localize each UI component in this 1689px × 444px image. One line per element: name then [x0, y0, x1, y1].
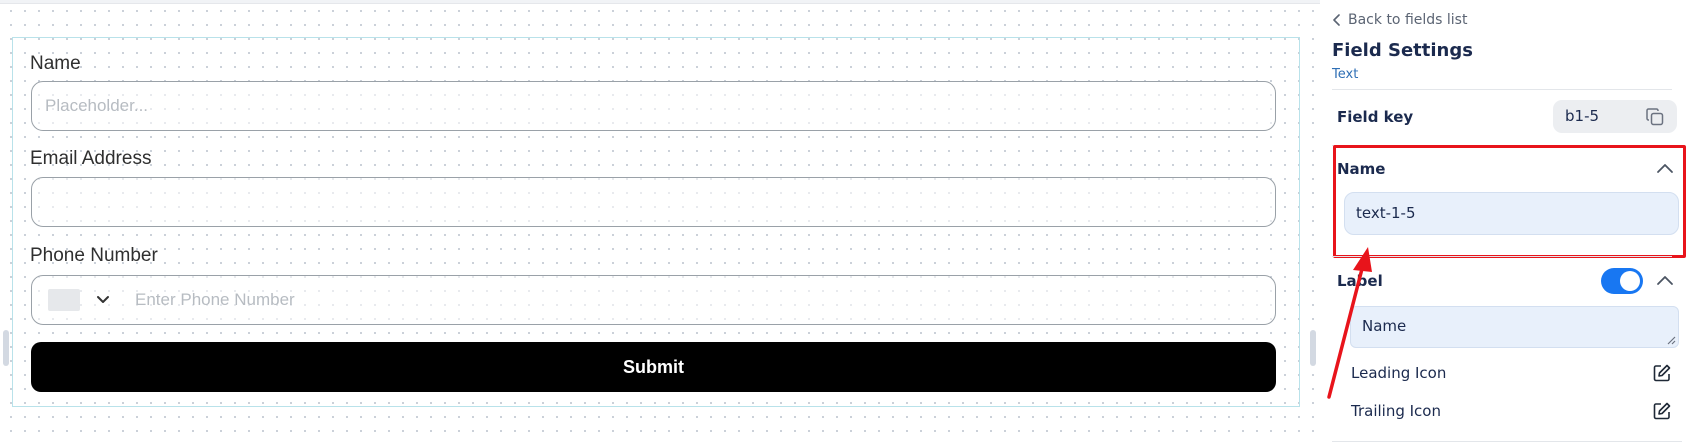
submit-button[interactable]: Submit [31, 342, 1276, 392]
edit-icon[interactable] [1652, 401, 1672, 421]
label-textarea[interactable]: Name [1350, 306, 1679, 348]
resize-grip-icon[interactable] [1666, 335, 1676, 345]
name-input-field[interactable]: text-1-5 [1344, 192, 1679, 235]
field-key-chip: b1-5 [1553, 100, 1677, 133]
name-input[interactable]: Placeholder... [31, 81, 1276, 131]
left-resize-handle[interactable] [3, 330, 9, 366]
panel-bottom-divider [1332, 441, 1682, 442]
label-toggle[interactable] [1601, 268, 1643, 294]
leading-icon-label: Leading Icon [1351, 364, 1447, 382]
form-canvas: Name Placeholder... Email Address Phone … [0, 0, 1320, 444]
canvas-top-border [0, 0, 1320, 4]
email-field-label: Email Address [30, 148, 152, 169]
form-frame[interactable] [12, 37, 1300, 407]
chevron-up-icon[interactable] [1656, 162, 1674, 174]
trailing-icon-label: Trailing Icon [1351, 402, 1441, 420]
chevron-up-icon[interactable] [1656, 274, 1674, 286]
phone-placeholder: Enter Phone Number [135, 290, 295, 309]
label-textarea-value: Name [1362, 317, 1407, 335]
email-input[interactable] [31, 177, 1276, 227]
chevron-left-icon [1333, 14, 1340, 26]
name-field-label: Name [30, 53, 81, 74]
label-section-label: Label [1337, 272, 1383, 290]
field-type-label: Text [1332, 67, 1359, 82]
phone-field-label: Phone Number [30, 245, 158, 266]
field-key-value: b1-5 [1565, 107, 1600, 125]
toggle-knob [1620, 271, 1640, 291]
chevron-down-icon[interactable] [95, 291, 111, 307]
divider [1332, 89, 1672, 90]
phone-input[interactable]: Enter Phone Number [31, 275, 1276, 325]
edit-icon[interactable] [1652, 363, 1672, 383]
back-to-fields-link[interactable]: Back to fields list [1332, 12, 1467, 28]
country-flag[interactable] [48, 289, 80, 311]
divider [1332, 256, 1672, 257]
panel-title: Field Settings [1332, 40, 1473, 61]
back-link-label: Back to fields list [1348, 12, 1468, 28]
field-key-label: Field key [1337, 108, 1414, 126]
copy-icon[interactable] [1645, 107, 1665, 127]
right-resize-handle[interactable] [1310, 330, 1316, 366]
name-section-label: Name [1337, 160, 1386, 178]
